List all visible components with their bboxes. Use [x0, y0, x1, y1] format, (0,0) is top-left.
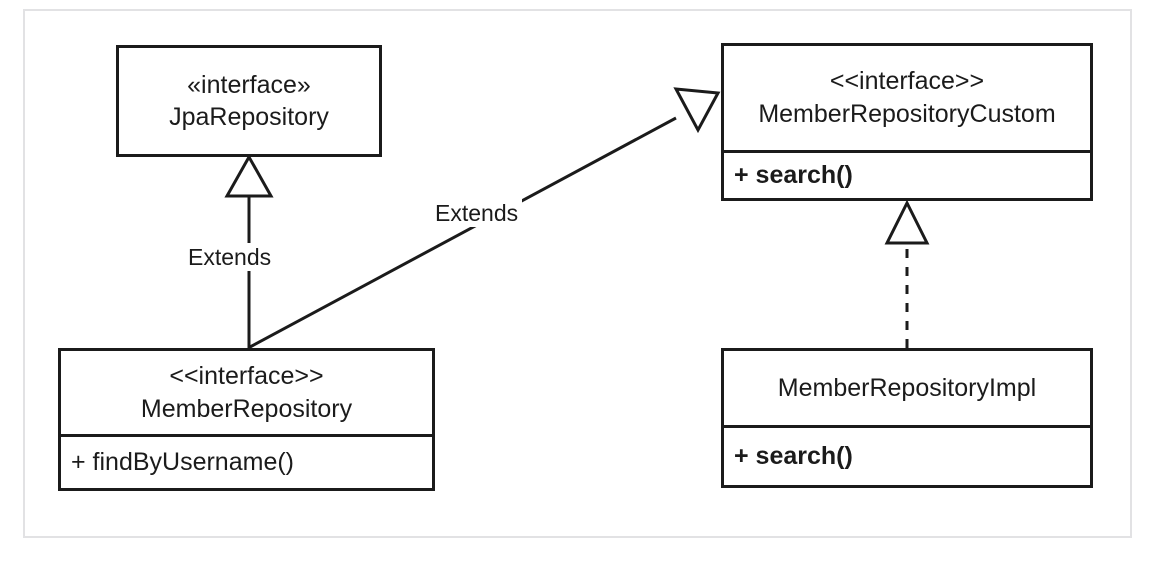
- uml-class-member-repository-custom[interactable]: <<interface>> MemberRepositoryCustom + s…: [721, 43, 1093, 201]
- uml-class-member-repository-impl[interactable]: MemberRepositoryImpl + search(): [721, 348, 1093, 488]
- class-title: JpaRepository: [169, 103, 329, 131]
- class-members-compartment: + findByUsername(): [61, 434, 432, 488]
- class-stereotype: <<interface>>: [829, 67, 985, 95]
- class-title: MemberRepositoryImpl: [777, 373, 1037, 402]
- uml-class-jpa-repository[interactable]: «interface» JpaRepository: [116, 45, 382, 157]
- class-member: + search(): [734, 161, 853, 189]
- class-stereotype: «interface»: [187, 71, 311, 99]
- extends-custom-line: [249, 116, 677, 349]
- class-members-compartment: + search(): [724, 425, 1090, 485]
- relationship-label-extends-custom: Extends: [431, 199, 523, 227]
- class-name-compartment: <<interface>> MemberRepositoryCustom: [724, 46, 1090, 150]
- class-member: + findByUsername(): [71, 448, 294, 476]
- implements-custom-hollow-triangle-arrowhead: [884, 199, 930, 245]
- extends-jpa-hollow-triangle-arrowhead: [224, 153, 274, 198]
- class-title: MemberRepository: [140, 394, 353, 423]
- relationship-extends-custom: [249, 87, 721, 349]
- uml-class-member-repository[interactable]: <<interface>> MemberRepository + findByU…: [58, 348, 435, 491]
- relationship-implements-custom: [884, 199, 930, 348]
- class-members-compartment: + search(): [724, 150, 1090, 198]
- class-name-compartment: <<interface>> MemberRepository: [61, 351, 432, 434]
- class-name-compartment: «interface» JpaRepository: [119, 48, 379, 154]
- relationship-extends-jpa: [224, 153, 274, 348]
- class-stereotype: <<interface>>: [169, 361, 324, 390]
- relationship-label-extends-jpa: Extends: [184, 243, 276, 271]
- extends-custom-hollow-triangle-arrowhead: [673, 87, 721, 134]
- class-name-compartment: MemberRepositoryImpl: [724, 351, 1090, 425]
- class-member: + search(): [734, 442, 853, 470]
- class-title: MemberRepositoryCustom: [758, 100, 1056, 128]
